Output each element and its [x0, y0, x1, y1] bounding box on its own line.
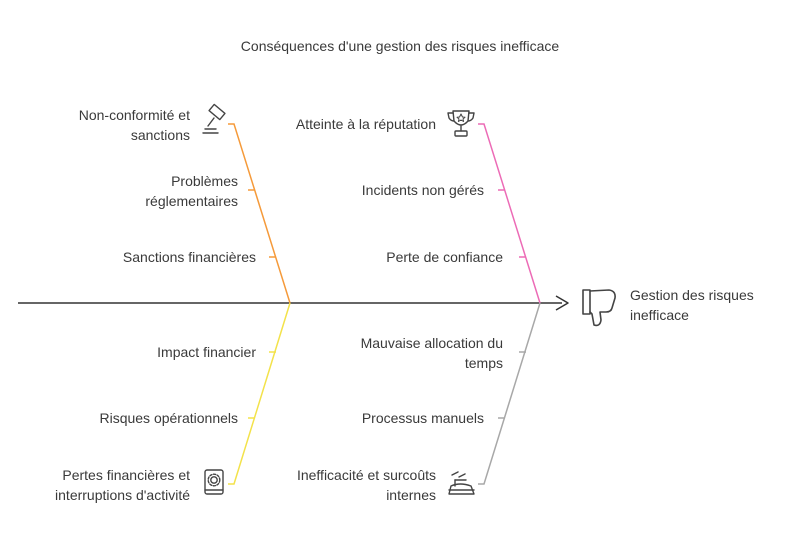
cause-label: Atteinte à la réputation	[295, 116, 436, 132]
cause-noncompliance: Non-conformité et sanctions	[20, 105, 190, 145]
cause-label: Mauvaise allocation du	[360, 335, 503, 351]
cause-financial-impact: Impact financier	[20, 342, 256, 362]
cause-label: internes	[386, 487, 436, 503]
cause-financial-losses: Pertes financières et interruptions d'ac…	[10, 465, 190, 505]
cause-label: Processus manuels	[361, 410, 484, 426]
spine-arrowhead	[555, 295, 569, 311]
cause-inefficiency: Inefficacité et surcoûts internes	[250, 465, 436, 505]
trophy-icon	[447, 110, 475, 137]
iron-icon	[448, 471, 475, 495]
cause-regulatory: Problèmes réglementaires	[20, 171, 238, 211]
thumbs-down-icon	[582, 289, 616, 327]
cause-label: Non-conformité et	[78, 107, 190, 123]
cause-label: Problèmes	[171, 173, 238, 189]
cause-financial-sanctions: Sanctions financières	[20, 247, 256, 267]
cause-label: Impact financier	[157, 344, 256, 360]
settings-book-icon	[204, 469, 224, 495]
effect-label: Gestion des risques inefficace	[630, 285, 790, 325]
cause-label: Sanctions financières	[122, 249, 256, 265]
cause-label: Pertes financières et	[62, 467, 190, 483]
cause-label: temps	[464, 355, 503, 371]
cause-label: Inefficacité et surcoûts	[296, 467, 436, 483]
cause-operational-risks: Risques opérationnels	[20, 408, 238, 428]
branch-top-left	[228, 123, 291, 304]
cause-label: Risques opérationnels	[99, 410, 238, 426]
cause-label: Perte de confiance	[386, 249, 503, 265]
effect-label-line: inefficace	[630, 307, 689, 323]
cause-label: interruptions d'activité	[55, 487, 190, 503]
branch-bottom-left	[228, 302, 291, 485]
branch-bottom-right	[478, 302, 541, 485]
cause-reputation: Atteinte à la réputation	[250, 114, 436, 134]
gavel-icon	[202, 103, 226, 134]
cause-label: Incidents non gérés	[361, 182, 484, 198]
cause-label: sanctions	[130, 127, 190, 143]
cause-loss-of-trust: Perte de confiance	[250, 247, 503, 267]
diagram-title: Conséquences d'une gestion des risques i…	[240, 38, 560, 54]
effect-label-line: Gestion des risques	[630, 287, 754, 303]
cause-label: réglementaires	[145, 193, 238, 209]
branch-top-right	[478, 123, 541, 304]
cause-manual-processes: Processus manuels	[250, 408, 484, 428]
cause-unmanaged-incidents: Incidents non gérés	[250, 180, 484, 200]
cause-time-allocation: Mauvaise allocation du temps	[250, 333, 503, 373]
